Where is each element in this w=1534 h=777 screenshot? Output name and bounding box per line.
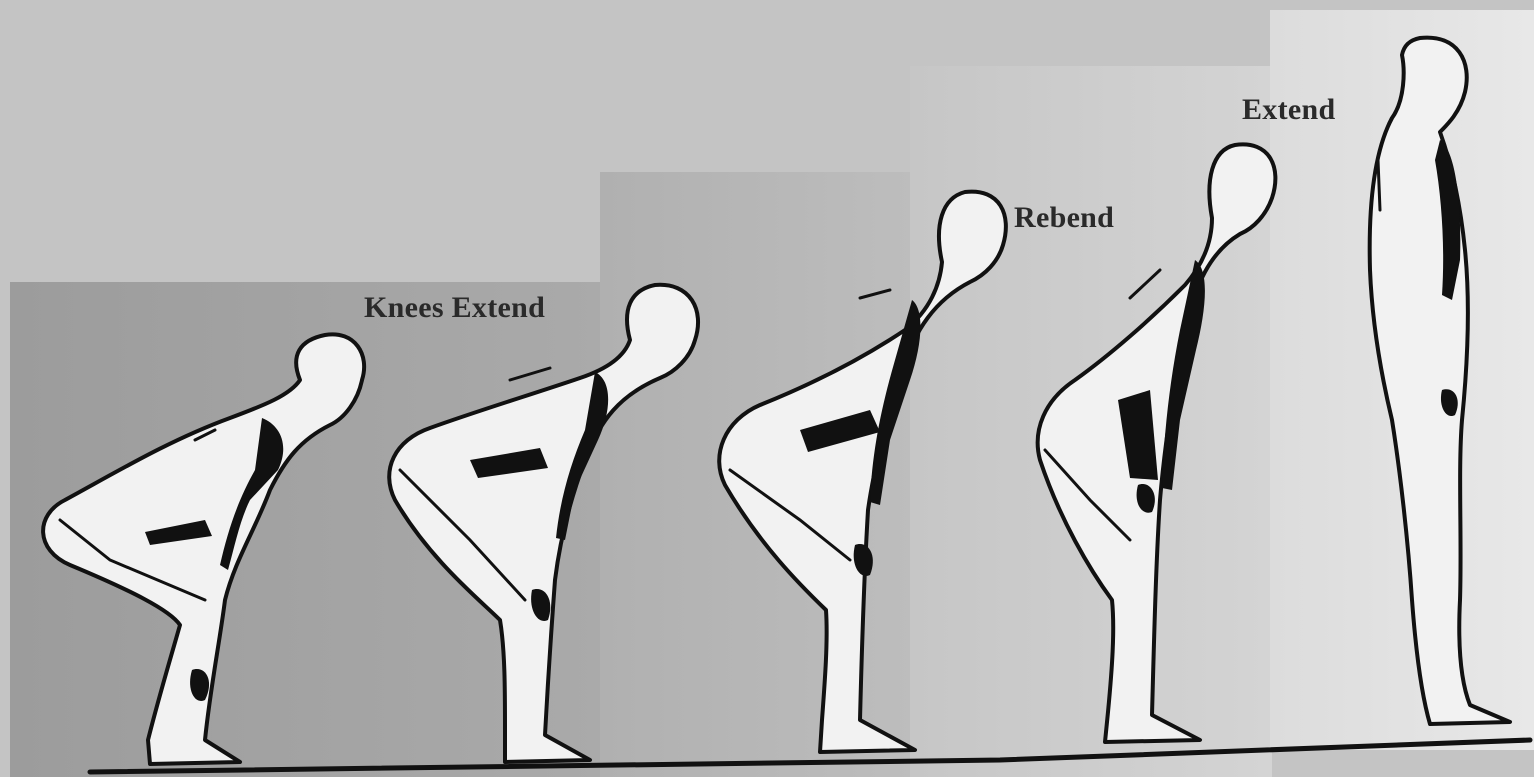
ground-line <box>90 740 1530 772</box>
phase-label-rebend: Rebend <box>1014 201 1114 235</box>
figure-rebend <box>719 192 1006 752</box>
phase-label-extend: Extend <box>1242 93 1336 127</box>
figure-knees-extend <box>389 285 698 762</box>
phase-label-knees-extend: Knees Extend <box>364 291 545 325</box>
figure-start-position <box>43 334 364 764</box>
figure-extend-standing <box>1370 38 1510 724</box>
